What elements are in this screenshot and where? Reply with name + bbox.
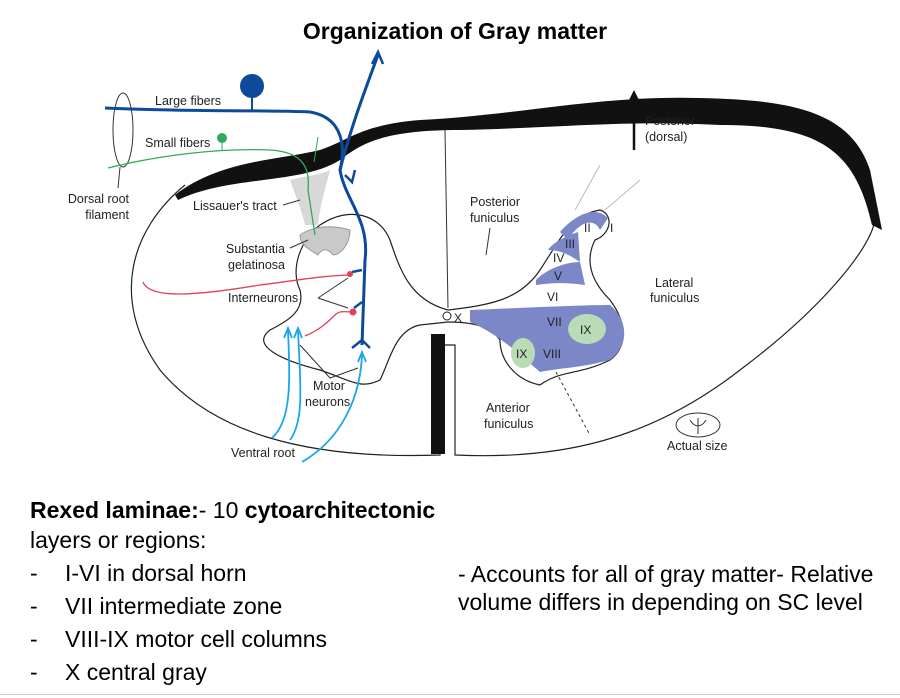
label-lateral-funiculus-2: funiculus bbox=[650, 291, 699, 305]
lamina-IX-lateral bbox=[568, 314, 606, 344]
label-posterior-direction-2: (dorsal) bbox=[645, 130, 687, 144]
list-item: -VIII-IX motor cell columns bbox=[30, 626, 328, 652]
lamina-III bbox=[548, 232, 580, 262]
interneuron-axon-2 bbox=[304, 310, 353, 337]
lamina-V bbox=[536, 262, 585, 285]
label-ventral-root: Ventral root bbox=[231, 446, 295, 460]
lamina-I-II-band bbox=[560, 212, 608, 240]
label-large-fibers: Large fibers bbox=[155, 94, 221, 108]
label-substantia-1: Substantia bbox=[226, 242, 285, 256]
label-posterior-funiculus-2: funiculus bbox=[470, 211, 519, 225]
arrow-up-icon bbox=[370, 48, 385, 65]
list-item: -I-VI in dorsal horn bbox=[30, 560, 247, 586]
pia-mater-posterior-rim bbox=[175, 97, 882, 230]
ventral-root-2 bbox=[289, 329, 302, 441]
list-item: -X central gray bbox=[30, 659, 207, 685]
label-interneurons: Interneurons bbox=[228, 291, 298, 305]
slide-title: Organization of Gray matter bbox=[302, 18, 608, 44]
anterior-median-fissure bbox=[431, 334, 445, 454]
interneuron-cell-2 bbox=[349, 308, 357, 316]
label-motor-1: Motor bbox=[313, 379, 345, 393]
label-substantia-2: gelatinosa bbox=[228, 258, 285, 272]
divider bbox=[0, 694, 900, 695]
label-motor-2: neurons bbox=[305, 395, 350, 409]
list-item-text: X central gray bbox=[65, 659, 207, 685]
spinal-cord-diagram: I II III IV V VI VII VIII IX IX X Large bbox=[68, 48, 882, 463]
lamina-label-IX-medial: IX bbox=[516, 347, 527, 361]
lissauers-tract bbox=[290, 170, 330, 225]
list-item-text: I-VI in dorsal horn bbox=[65, 560, 247, 586]
label-posterior-direction-1: Posterior bbox=[645, 114, 695, 128]
notes-heading-line2: layers or regions: bbox=[30, 527, 207, 553]
fiber-branch bbox=[344, 169, 357, 185]
side-note: - Accounts for all of gray matter- Relat… bbox=[458, 561, 874, 615]
label-pointers bbox=[282, 199, 359, 379]
label-lissauers-tract: Lissauer's tract bbox=[193, 199, 277, 213]
lamina-label-II: II bbox=[584, 221, 591, 235]
laminae-list: -I-VI in dorsal horn -VII intermediate z… bbox=[30, 558, 435, 687]
interneuron-cell-1 bbox=[347, 271, 353, 277]
lamina-label-I: I bbox=[610, 221, 613, 235]
interneuron-axon-1 bbox=[142, 274, 349, 295]
label-dorsal-root-2: filament bbox=[85, 208, 129, 222]
small-fiber bbox=[107, 149, 316, 236]
dorsal-root-filament bbox=[112, 92, 134, 168]
lamina-label-IV: IV bbox=[553, 251, 564, 265]
list-item-text: VIII-IX motor cell columns bbox=[65, 626, 328, 652]
heading-term-2: cytoarchitectonic bbox=[244, 497, 436, 523]
posterior-median-septum bbox=[444, 129, 449, 309]
gray-matter-left-outline bbox=[263, 213, 449, 385]
list-item-text: VII intermediate zone bbox=[65, 593, 283, 619]
label-small-fibers: Small fibers bbox=[145, 136, 210, 150]
lamina-boundary-line bbox=[604, 179, 641, 211]
lamina-label-X: X bbox=[454, 311, 462, 325]
heading-text: - 10 bbox=[198, 497, 245, 523]
fiber-terminals bbox=[351, 268, 371, 349]
arrow-up-icon bbox=[627, 90, 641, 104]
notes-list-block: Rexed laminae:- 10 cytoarchitectonic lay… bbox=[30, 495, 435, 690]
label-lateral-funiculus-1: Lateral bbox=[655, 276, 693, 290]
lamina-label-V: V bbox=[554, 269, 562, 283]
posterior-funiculus-pointer bbox=[485, 227, 491, 256]
label-actual-size: Actual size bbox=[667, 439, 727, 453]
lamina-boundary-line bbox=[574, 164, 601, 211]
label-anterior-funiculus-1: Anterior bbox=[486, 401, 530, 415]
large-fiber-ascending bbox=[338, 54, 380, 171]
anterior-lateral-boundary bbox=[555, 371, 591, 436]
small-fiber-cell-body bbox=[217, 133, 227, 143]
lamina-IX-medial bbox=[511, 338, 535, 368]
label-posterior-funiculus-1: Posterior bbox=[470, 195, 520, 209]
label-dorsal-root-1: Dorsal root bbox=[68, 192, 130, 206]
central-canal bbox=[442, 311, 452, 321]
lamina-label-VI: VI bbox=[547, 290, 558, 304]
notes-heading: Rexed laminae:- 10 cytoarchitectonic bbox=[30, 495, 435, 525]
lamina-label-III: III bbox=[565, 237, 575, 251]
dorsal-root-pointer bbox=[117, 166, 121, 189]
lamina-label-IX-lateral: IX bbox=[580, 323, 591, 337]
small-fiber-branch bbox=[313, 136, 319, 163]
heading-term: Rexed laminae: bbox=[30, 497, 199, 523]
label-anterior-funiculus-2: funiculus bbox=[484, 417, 533, 431]
large-fiber bbox=[104, 106, 368, 346]
arrow-up-icon bbox=[283, 325, 367, 363]
list-item: -VII intermediate zone bbox=[30, 593, 283, 619]
lamina-label-VII: VII bbox=[547, 315, 562, 329]
ventral-root-3 bbox=[301, 354, 363, 463]
lamina-label-VIII: VIII bbox=[543, 347, 561, 361]
actual-size-icon bbox=[675, 412, 721, 438]
substantia-gelatinosa bbox=[299, 226, 351, 256]
large-fiber-cell-body bbox=[240, 74, 264, 98]
ventral-root-1 bbox=[271, 329, 291, 439]
